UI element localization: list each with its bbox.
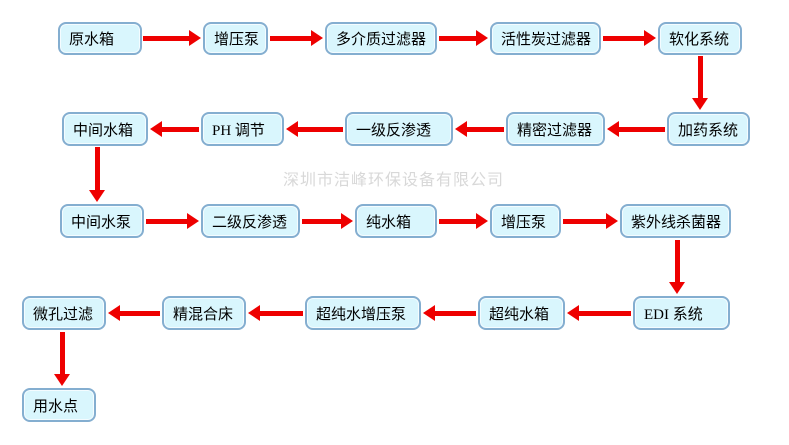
arrow-ro-stage-1-to-ph-adjustment xyxy=(286,121,343,137)
arrow-uv-sterilizer-to-edi-system xyxy=(669,240,685,294)
node-precision-filter: 精密过滤器 xyxy=(506,112,605,146)
node-uv-sterilizer: 紫外线杀菌器 xyxy=(620,204,731,238)
node-dosing-system: 加药系统 xyxy=(667,112,750,146)
arrow-booster-pump-2-to-uv-sterilizer xyxy=(563,213,618,229)
arrow-raw-water-tank-to-booster-pump-1 xyxy=(143,30,201,46)
node-multi-media-filter: 多介质过滤器 xyxy=(325,22,437,55)
arrow-booster-pump-1-to-multi-media-filter xyxy=(270,30,323,46)
arrow-edi-system-to-ultrapure-water-tank xyxy=(567,305,631,321)
node-edi-system: EDI 系统 xyxy=(633,296,730,330)
arrow-ro-stage-2-to-pure-water-tank xyxy=(302,213,353,229)
arrow-mixed-bed-to-micro-filtration xyxy=(108,305,160,321)
node-ph-adjustment: PH 调节 xyxy=(201,112,284,146)
node-water-use-point: 用水点 xyxy=(22,388,96,422)
node-micro-filtration: 微孔过滤 xyxy=(22,296,106,330)
node-raw-water-tank: 原水箱 xyxy=(58,22,142,55)
node-activated-carbon-filter: 活性炭过滤器 xyxy=(490,22,601,55)
arrow-micro-filtration-to-water-use-point xyxy=(54,332,70,386)
arrow-intermediate-water-tank-to-intermediate-water-pump xyxy=(89,147,105,202)
node-pure-water-tank: 纯水箱 xyxy=(355,204,437,238)
arrow-ultrapure-booster-pump-to-mixed-bed xyxy=(248,305,303,321)
arrow-ph-adjustment-to-intermediate-water-tank xyxy=(150,121,199,137)
node-intermediate-water-pump: 中间水泵 xyxy=(60,204,144,238)
node-ultrapure-water-tank: 超纯水箱 xyxy=(478,296,565,330)
arrow-ultrapure-water-tank-to-ultrapure-booster-pump xyxy=(423,305,476,321)
node-booster-pump-2: 增压泵 xyxy=(490,204,561,238)
node-booster-pump-1: 增压泵 xyxy=(203,22,268,55)
arrow-pure-water-tank-to-booster-pump-2 xyxy=(439,213,488,229)
company-watermark: 深圳市洁峰环保设备有限公司 xyxy=(283,172,505,189)
node-ro-stage-1: 一级反渗透 xyxy=(345,112,453,146)
arrow-softening-system-to-dosing-system xyxy=(692,56,708,110)
node-intermediate-water-tank: 中间水箱 xyxy=(62,112,148,146)
node-ro-stage-2: 二级反渗透 xyxy=(201,204,300,238)
node-mixed-bed: 精混合床 xyxy=(162,296,246,330)
arrow-activated-carbon-filter-to-softening-system xyxy=(603,30,656,46)
arrow-dosing-system-to-precision-filter xyxy=(607,121,665,137)
arrow-precision-filter-to-ro-stage-1 xyxy=(455,121,504,137)
arrow-intermediate-water-pump-to-ro-stage-2 xyxy=(146,213,199,229)
arrow-multi-media-filter-to-activated-carbon-filter xyxy=(439,30,488,46)
node-ultrapure-booster-pump: 超纯水增压泵 xyxy=(305,296,421,330)
node-softening-system: 软化系统 xyxy=(658,22,742,55)
